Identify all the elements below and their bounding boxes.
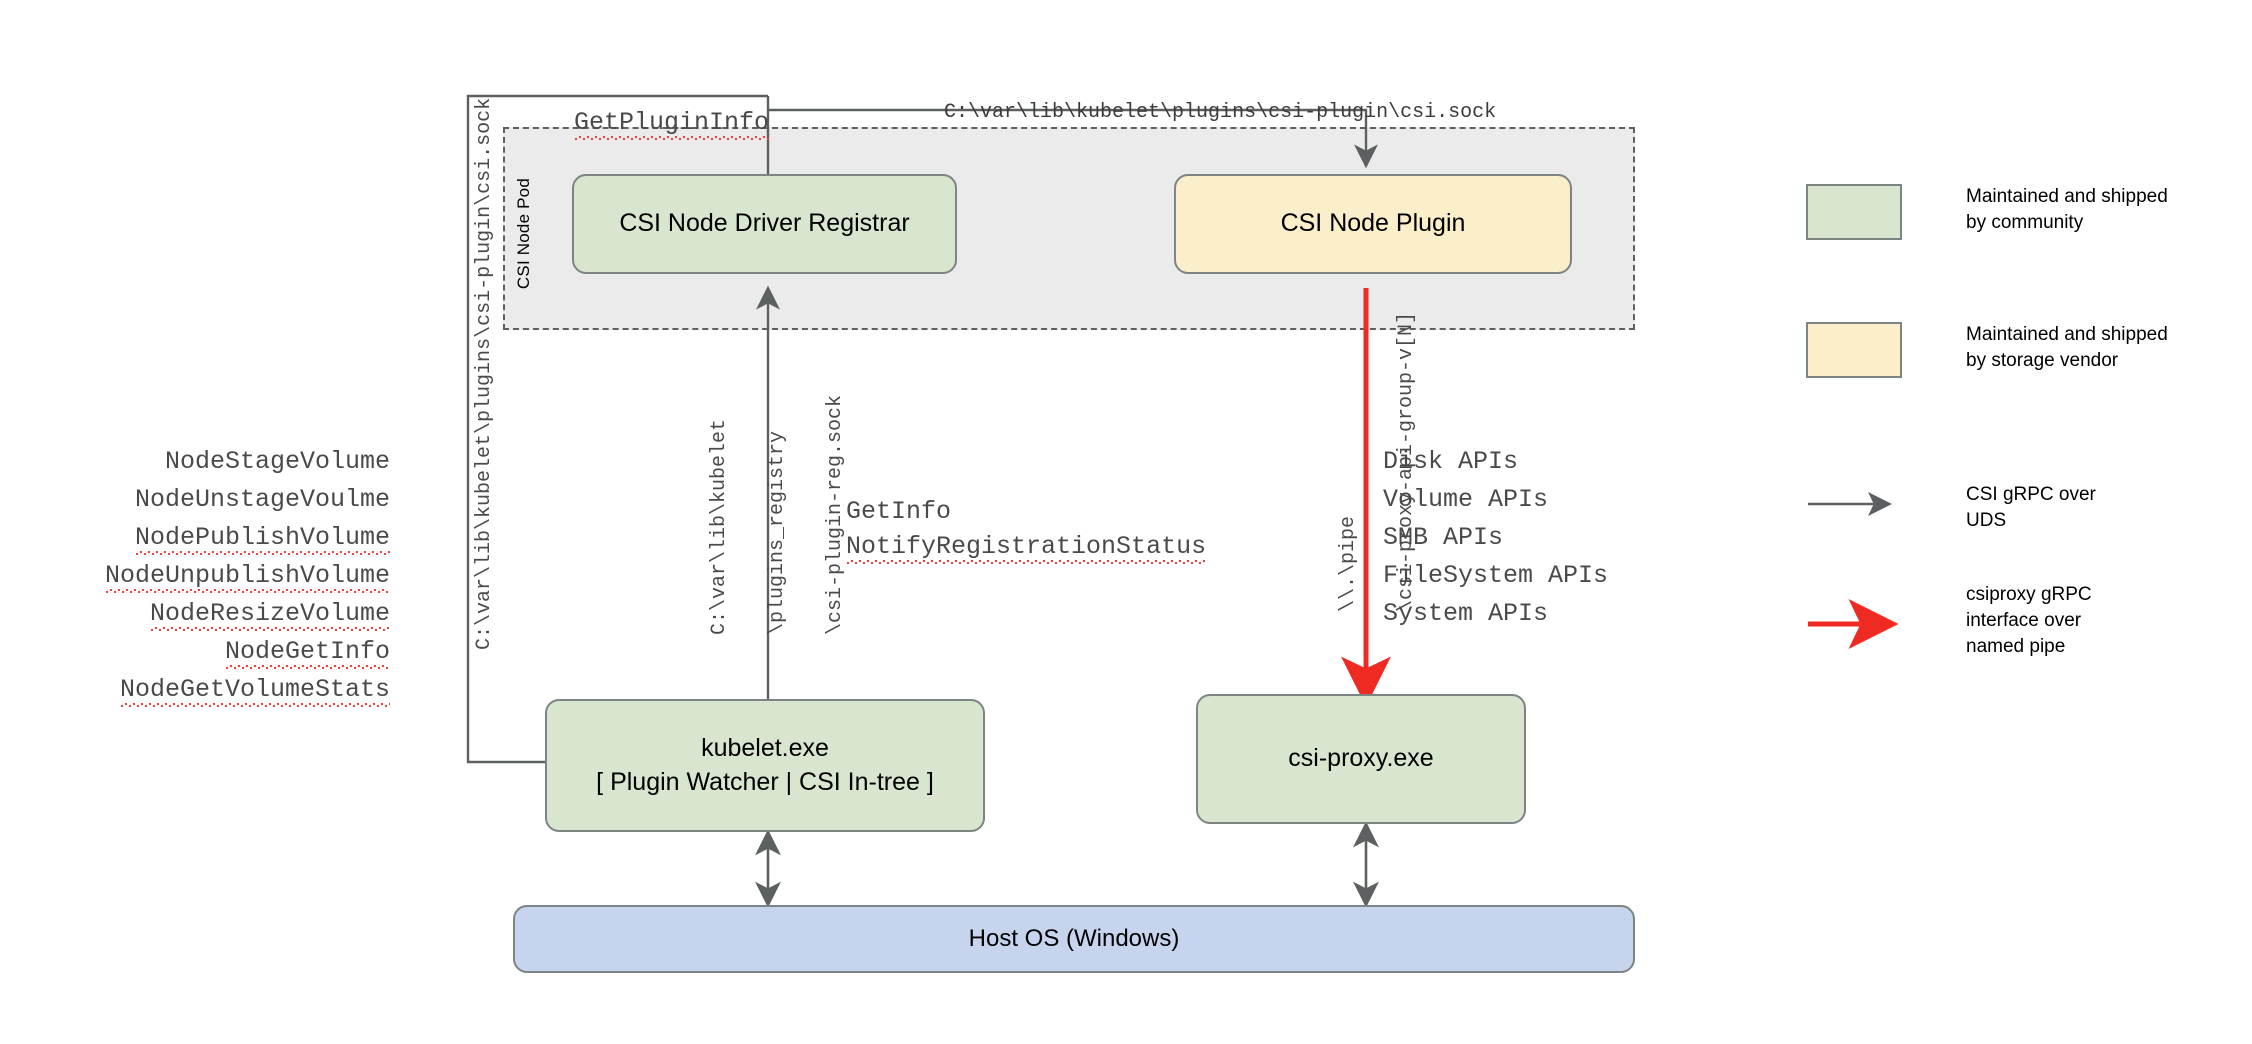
legend-item-label: Maintained and shipped by storage vendor	[1966, 324, 2168, 372]
csi-proxy-api-item: SMB APIs	[1383, 523, 1504, 552]
node-csi-proxy-exe[interactable]: csi-proxy.exe	[1196, 694, 1526, 824]
node-service-api-item: NodeResizeVolume	[60, 595, 390, 633]
legend-item: Maintained and shipped by storage vendor	[1806, 322, 2226, 378]
node-host-os[interactable]: Host OS (Windows)	[513, 905, 1635, 973]
legend-color-swatch	[1806, 322, 1902, 378]
node-service-api-item: NodePublishVolume	[60, 519, 390, 557]
legend-item: csiproxy gRPC interface over named pipe	[1806, 584, 2226, 661]
csi-proxy-api-item: Volume APIs	[1383, 485, 1549, 514]
node-csi-node-plugin-label: CSI Node Plugin	[1280, 209, 1466, 238]
csi-proxy-api-item: System APIs	[1383, 599, 1549, 628]
label-csi-sock-path-top: C:\var\lib\kubelet\plugins\csi-plugin\cs…	[944, 101, 1497, 124]
node-service-api-label: NodePublishVolume	[134, 523, 390, 555]
legend-item-label: Maintained and shipped by community	[1966, 186, 2168, 234]
node-service-api-label: NodeStageVolume	[164, 447, 390, 476]
node-kubelet-exe[interactable]: kubelet.exe [ Plugin Watcher | CSI In-tr…	[545, 699, 985, 832]
legend-item-label: csiproxy gRPC interface over named pipe	[1966, 584, 2092, 658]
node-csi-node-plugin[interactable]: CSI Node Plugin	[1174, 174, 1572, 274]
node-kubelet-exe-subtitle: [ Plugin Watcher | CSI In-tree ]	[596, 767, 934, 796]
registry-path-line-1: C:\var\lib\kubelet	[708, 418, 731, 635]
csi-proxy-api-item: FileSystem APIs	[1383, 561, 1609, 590]
node-csi-node-driver-registrar[interactable]: CSI Node Driver Registrar	[572, 174, 957, 274]
label-get-info: GetInfo	[846, 497, 952, 526]
csi-proxy-api-item: Disk APIs	[1383, 447, 1519, 476]
named-pipe-line-1: \\.\pipe	[1337, 515, 1360, 612]
node-service-api-item: NodeGetInfo	[60, 633, 390, 671]
label-get-plugin-info: GetPluginInfo	[514, 66, 770, 180]
node-host-os-label: Host OS (Windows)	[968, 924, 1180, 952]
legend-color-swatch	[1806, 184, 1902, 240]
legend-arrow-icon	[1806, 594, 1902, 650]
node-csi-node-driver-registrar-label: CSI Node Driver Registrar	[619, 209, 910, 238]
node-kubelet-exe-label: kubelet.exe	[701, 733, 829, 762]
node-service-api-label: NodeGetVolumeStats	[119, 675, 390, 707]
legend-item-label: CSI gRPC over UDS	[1966, 484, 2096, 532]
node-service-api-item: NodeUnstageVoulme	[60, 481, 390, 519]
label-csi-sock-path-vertical: C:\var\lib\kubelet\plugins\csi-plugin\cs…	[473, 97, 496, 650]
node-service-api-item: NodeStageVolume	[60, 443, 390, 481]
label-notify-registration-status: NotifyRegistrationStatus	[786, 490, 1207, 604]
node-service-api-label: NodeUnstageVoulme	[134, 485, 390, 514]
node-service-api-item: NodeUnpublishVolume	[60, 557, 390, 595]
node-service-api-label: NodeUnpublishVolume	[104, 561, 390, 593]
node-csi-proxy-exe-label: csi-proxy.exe	[1288, 744, 1434, 773]
node-service-api-label: NodeResizeVolume	[149, 599, 390, 631]
legend-item: Maintained and shipped by community	[1806, 184, 2226, 240]
legend-item: CSI gRPC over UDS	[1806, 474, 2226, 534]
legend-arrow-icon	[1806, 474, 1902, 530]
node-service-api-item: NodeGetVolumeStats	[60, 671, 390, 709]
node-service-api-label: NodeGetInfo	[224, 637, 390, 669]
